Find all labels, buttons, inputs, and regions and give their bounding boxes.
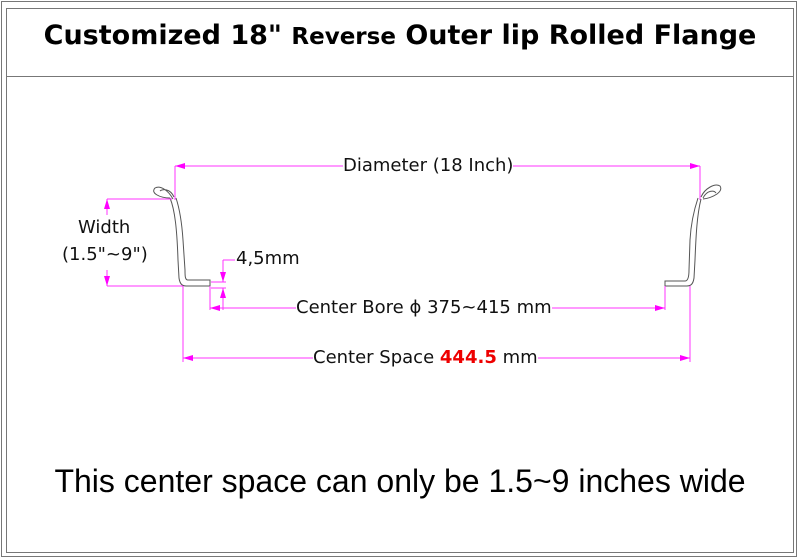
center-space-value: 444.5 [439, 347, 497, 368]
width-note: This center space can only be 1.5~9 inch… [54, 463, 746, 499]
center-bore-label: Center Bore ϕ 375~415 mm [296, 297, 552, 318]
diameter-label: Diameter (18 Inch) [343, 155, 514, 176]
center-space-text: Center Space [313, 347, 435, 368]
inner-border [6, 8, 794, 553]
title-part: Outer lip Rolled Flange [405, 20, 757, 51]
center-space-unit: mm [502, 347, 538, 368]
thickness-label: 4,5mm [236, 248, 300, 269]
page-title: Customized 18" Reverse Outer lip Rolled … [6, 20, 794, 51]
center-space-label: Center Space 444.5 mm [313, 348, 538, 368]
flange-profile-left [153, 186, 211, 287]
flange-profile-right [664, 184, 722, 287]
title-divider [6, 76, 794, 77]
title-part: Customized 18" [43, 20, 282, 51]
width-range-label: (1.5"~9") [62, 244, 148, 265]
width-label: Width [78, 217, 131, 238]
title-part: Reverse [291, 24, 396, 50]
dimension-lines [104, 163, 701, 362]
